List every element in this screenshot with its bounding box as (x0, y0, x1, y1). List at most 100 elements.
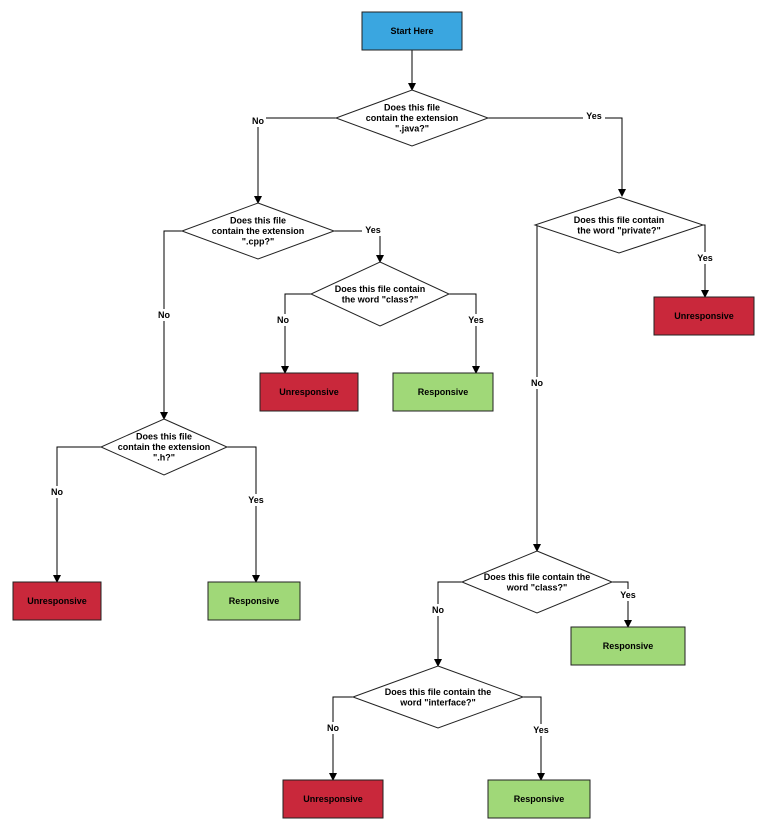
edge-q_interface-to-r_interface_no (329, 696, 353, 781)
decision-diamond (334, 89, 490, 147)
edges-layer (53, 50, 709, 781)
node-text-line: the word "private?" (577, 225, 661, 235)
edge-q_interface-to-r_interface_yes (523, 696, 545, 781)
start-node: Start Here (361, 11, 463, 51)
edge-label-yes: Yes (694, 252, 716, 264)
edge-q_java-to-q_private (488, 117, 626, 197)
node-text-line: Does this file (230, 216, 286, 226)
svg-text:Yes: Yes (620, 590, 636, 600)
svg-text:Yes: Yes (586, 111, 602, 121)
edge-label-yes: Yes (583, 110, 605, 122)
svg-text:Yes: Yes (533, 725, 549, 735)
edge-q_h-to-r_h_no (53, 446, 101, 583)
edge-label-no: No (49, 486, 65, 498)
unresponsive-box (12, 581, 102, 621)
node-text-line: Unresponsive (303, 794, 363, 804)
responsive-node: Responsive (207, 581, 301, 621)
decision-diamond (533, 196, 705, 254)
unresponsive-box (282, 779, 384, 819)
edge-q_java-to-q_cpp (254, 117, 336, 204)
node-text-line: contain the extension (118, 442, 211, 452)
node-text-line: Unresponsive (279, 387, 339, 397)
edge-label-no: No (430, 604, 446, 616)
node-text-line: Unresponsive (674, 311, 734, 321)
node-text-line: Responsive (603, 641, 654, 651)
decision-diamond (309, 261, 451, 327)
svg-text:No: No (327, 723, 339, 733)
unresponsive-node: Unresponsive (282, 779, 384, 819)
responsive-node: Responsive (570, 626, 686, 666)
node-text-line: Does this file contain the (484, 572, 591, 582)
node-text-line: the word "class?" (342, 294, 419, 304)
responsive-node: Responsive (487, 779, 591, 819)
node-text-line: Responsive (514, 794, 565, 804)
edge-q_cpp-to-q_h (160, 230, 182, 420)
node-text-line: ".java?" (395, 124, 429, 134)
node-text-line: Does this file contain the (385, 687, 492, 697)
responsive-node: Responsive (392, 372, 494, 412)
responsive-box (570, 626, 686, 666)
node-text-line: Start Here (390, 26, 433, 36)
responsive-box (487, 779, 591, 819)
node-text-line: contain the extension (366, 113, 459, 123)
edge-label-no: No (156, 309, 172, 321)
node-text-line: Responsive (229, 596, 280, 606)
svg-text:Yes: Yes (248, 495, 264, 505)
svg-text:No: No (432, 605, 444, 615)
node-text-line: word "class?" (506, 582, 568, 592)
edge-label-no: No (250, 115, 266, 127)
svg-text:Yes: Yes (365, 225, 381, 235)
edge-label-yes: Yes (245, 494, 267, 506)
node-text-line: contain the extension (212, 226, 305, 236)
node-text-line: Does this file contain (335, 284, 426, 294)
decision-diamond (351, 665, 525, 729)
edge-label-yes: Yes (617, 589, 639, 601)
decision-diamond (99, 418, 229, 476)
node-text-line: Does this file contain (574, 215, 665, 225)
decision-diamond (180, 202, 336, 260)
edge-label-yes: Yes (530, 724, 552, 736)
node-text-line: word "interface?" (399, 697, 476, 707)
edge-q_h-to-r_h_yes (227, 446, 260, 583)
edge-label-no: No (529, 377, 545, 389)
start-box (361, 11, 463, 51)
edge-q_class_cpp-to-r_class_cpp_no (281, 293, 311, 374)
edge-q_class_cpp-to-r_class_cpp_yes (449, 293, 480, 374)
unresponsive-node: Unresponsive (653, 296, 755, 336)
node-text-line: Does this file (136, 432, 192, 442)
edge-label-no: No (325, 722, 341, 734)
edge-label-yes: Yes (362, 224, 384, 236)
svg-text:No: No (252, 116, 264, 126)
node-text-line: ".cpp?" (242, 237, 275, 247)
node-text-line: Does this file (384, 103, 440, 113)
node-text-line: Responsive (418, 387, 469, 397)
edge-q_class_java-to-r_class_java_yes (612, 581, 632, 628)
unresponsive-node: Unresponsive (259, 372, 359, 412)
node-text-line: ".h?" (153, 453, 175, 463)
edge-q_class_java-to-q_interface (434, 581, 462, 667)
node-text-line: Unresponsive (27, 596, 87, 606)
svg-text:Yes: Yes (697, 253, 713, 263)
svg-text:No: No (531, 378, 543, 388)
unresponsive-box (259, 372, 359, 412)
unresponsive-node: Unresponsive (12, 581, 102, 621)
responsive-box (392, 372, 494, 412)
svg-text:Yes: Yes (468, 315, 484, 325)
decision-diamond (460, 550, 614, 614)
svg-text:No: No (158, 310, 170, 320)
edge-label-no: No (275, 314, 291, 326)
responsive-box (207, 581, 301, 621)
edge-label-yes: Yes (465, 314, 487, 326)
unresponsive-box (653, 296, 755, 336)
svg-text:No: No (277, 315, 289, 325)
